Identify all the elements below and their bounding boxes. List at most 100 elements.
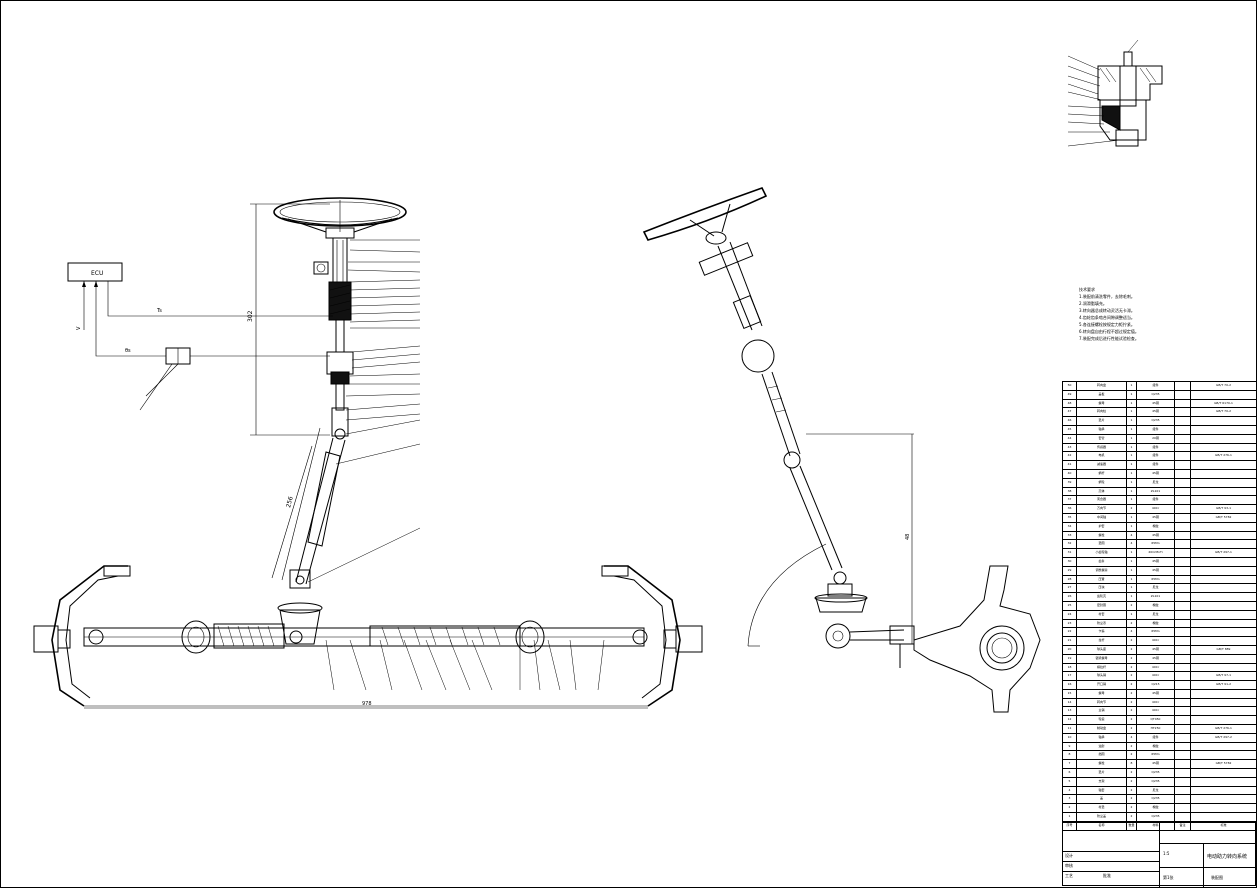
bom-cell: 衬垫 xyxy=(1076,803,1127,814)
ecu-label: ECU xyxy=(91,270,103,277)
bom-cell: 3 xyxy=(1062,794,1077,805)
bom-cell: 密封圈 xyxy=(1076,600,1127,611)
bom-cell xyxy=(1190,433,1257,444)
bom-cell: 主销 xyxy=(1076,706,1127,717)
bom-cell: 40Cr xyxy=(1136,662,1175,673)
bom-cell xyxy=(1174,750,1191,761)
bom-cell xyxy=(1174,398,1191,409)
bom-cell: 螺栓 xyxy=(1076,530,1127,541)
tech-requirement-line: 3.转向器总成转动灵活无卡滞。 xyxy=(1079,308,1135,313)
bom-cell xyxy=(1174,653,1191,664)
bom-cell: 橡胶 xyxy=(1136,741,1175,752)
bom-cell: 1 xyxy=(1126,512,1137,523)
bom-cell: 2 xyxy=(1126,750,1137,761)
side-view: 48 xyxy=(642,187,1041,713)
bom-cell: 蜗轮 xyxy=(1076,477,1127,488)
bom-cell: 40Cr xyxy=(1136,697,1175,708)
steering-knuckle xyxy=(913,565,1041,713)
bom-cell: 转向节 xyxy=(1076,697,1127,708)
bom-cell xyxy=(1190,539,1257,550)
bom-cell: 45钢 xyxy=(1136,407,1175,418)
ecu-box xyxy=(67,262,123,282)
bom-cell: Q235 xyxy=(1136,812,1175,822)
drawing-company: 装配图 xyxy=(1211,875,1223,880)
bom-cell xyxy=(1174,539,1191,550)
bom-cell: 螺母 xyxy=(1076,398,1127,409)
bom-cell: 壳体 xyxy=(1076,486,1127,497)
bom-cell: 转向盘 xyxy=(1076,381,1127,391)
ecu-block: ECU V Ts θs xyxy=(67,262,333,411)
bom-cell: 44 xyxy=(1062,433,1077,444)
bom-cell xyxy=(1174,697,1191,708)
bom-cell: ZL101 xyxy=(1136,486,1175,497)
bom-cell: 横拉杆 xyxy=(1076,662,1127,673)
bom-cell: 2 xyxy=(1126,636,1137,646)
bom-cell xyxy=(1174,486,1191,497)
bom-cell: 组件 xyxy=(1136,732,1175,743)
bom-cell: GB/T 297-1 xyxy=(1190,548,1257,558)
bom-cell: 垫片 xyxy=(1076,768,1127,778)
bom-cell: 橡胶 xyxy=(1136,618,1175,629)
bom-cell xyxy=(1190,460,1257,470)
bom-cell xyxy=(1190,521,1257,532)
bom-cell xyxy=(1174,512,1191,523)
bom-cell: 垫片 xyxy=(1076,416,1127,426)
bom-cell: 2 xyxy=(1126,715,1137,726)
bom-cell xyxy=(1174,460,1191,470)
bom-cell xyxy=(1174,600,1191,611)
bom-cell xyxy=(1190,785,1257,796)
bom-cell xyxy=(1190,750,1257,761)
bom-cell: 20 xyxy=(1062,644,1077,655)
bom-cell: 4 xyxy=(1062,785,1077,796)
bom-cell: 43 xyxy=(1062,442,1077,453)
dimension-978: 978 xyxy=(362,701,372,707)
callouts-rack xyxy=(325,639,605,691)
bom-cell: 11 xyxy=(1062,724,1077,734)
bom-cell: 1 xyxy=(1126,416,1137,426)
bom-cell: 1 xyxy=(1126,407,1137,418)
bom-cell: 轴套 xyxy=(1076,785,1127,796)
bom-cell: 6 xyxy=(1062,768,1077,778)
bom-cell: GB/T 276-1 xyxy=(1190,451,1257,462)
bom-cell xyxy=(1174,812,1191,822)
bom-cell: 45钢 xyxy=(1136,398,1175,409)
bom-cell xyxy=(1174,565,1191,576)
bom-cell: 45钢 xyxy=(1136,468,1175,479)
bom-cell: 齿轮壳 xyxy=(1076,592,1127,602)
bom-cell: 防尘盖 xyxy=(1076,812,1127,822)
bom-cell xyxy=(1174,794,1191,805)
drawing-sheet-no: 第1张 xyxy=(1163,875,1174,880)
bom-cell: 1 xyxy=(1126,451,1137,462)
bom-cell: 1 xyxy=(1126,609,1137,620)
bom-cell xyxy=(1174,477,1191,488)
bom-cell xyxy=(1174,389,1191,400)
bom-cell xyxy=(1190,768,1257,778)
bom-cell: 31 xyxy=(1062,548,1077,558)
bom-cell: 2 xyxy=(1126,794,1137,805)
bom-cell: 支架 xyxy=(1076,776,1127,787)
bom-cell xyxy=(1174,495,1191,506)
bom-cell xyxy=(1190,776,1257,787)
bom-cell: 23 xyxy=(1062,618,1077,629)
right-wheel-assembly xyxy=(601,565,703,707)
bom-cell xyxy=(1190,715,1257,726)
bom-cell: 球头销 xyxy=(1076,671,1127,682)
bom-cell: Q235 xyxy=(1136,776,1175,787)
bom-cell xyxy=(1190,741,1257,752)
bom-cell: 盖 xyxy=(1076,794,1127,805)
bom-cell xyxy=(1174,592,1191,602)
bom-cell: 45钢 xyxy=(1136,688,1175,699)
